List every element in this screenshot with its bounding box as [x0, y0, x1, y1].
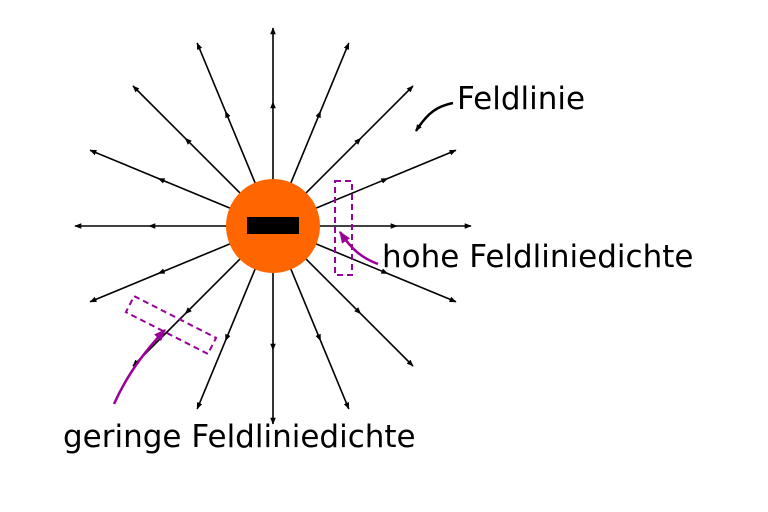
field-line: [132, 255, 244, 367]
field-line: [311, 149, 457, 211]
minus-sign-icon: [247, 217, 299, 234]
high-density-pointer-arrow: [338, 231, 379, 266]
field-line: [89, 149, 235, 211]
high-density-box: [334, 180, 353, 276]
field-line: [288, 264, 350, 410]
field-line: [288, 42, 350, 188]
field-line: [196, 264, 258, 410]
field-line: [196, 42, 258, 188]
low-density-label: geringe Feldliniedichte: [63, 419, 416, 455]
field-line: [89, 241, 235, 303]
field-line: [132, 85, 244, 197]
field-line-pointer-arrow: [414, 101, 454, 132]
field-line: [302, 85, 414, 197]
low-density-pointer-arrow: [112, 329, 166, 405]
low-density-box: [124, 294, 218, 356]
high-density-label: hohe Feldliniedichte: [382, 239, 694, 275]
field-lines: [74, 27, 472, 425]
field-line-label: Feldlinie: [457, 81, 586, 117]
